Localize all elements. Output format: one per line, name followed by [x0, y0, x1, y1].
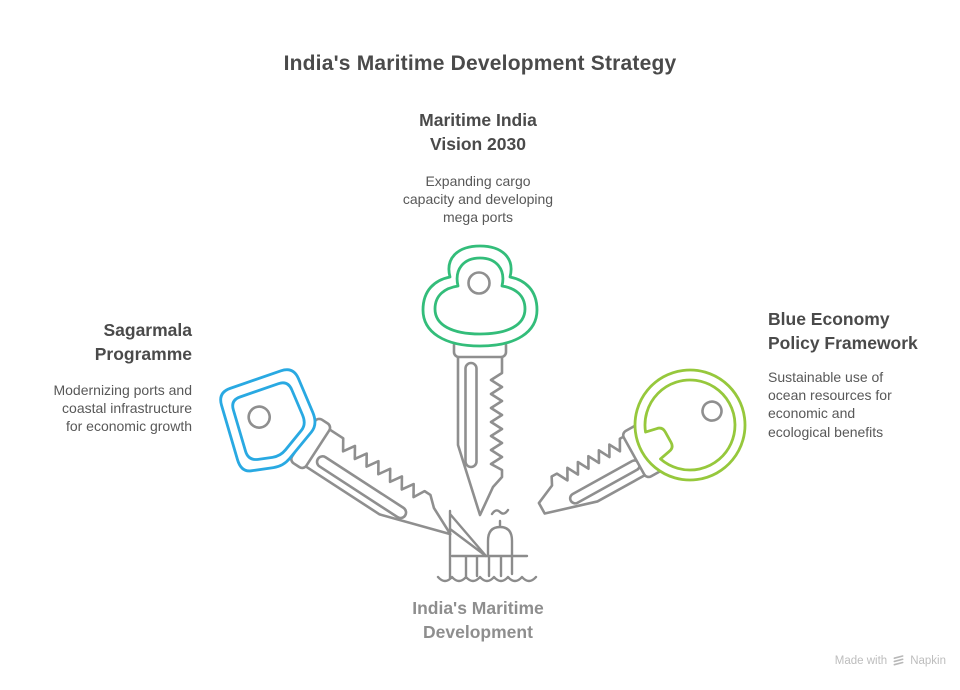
port-crane	[448, 509, 488, 580]
top-key-groove	[464, 361, 478, 469]
right-node-heading: Blue Economy Policy Framework	[768, 309, 918, 353]
left-key-head-inner	[231, 381, 306, 461]
port-water	[436, 575, 538, 583]
left-key-head-outer	[219, 368, 317, 473]
left-node-description: Modernizing ports and coastal infrastruc…	[53, 382, 192, 435]
port-smoke	[490, 508, 510, 516]
left-key-shaft	[303, 427, 452, 536]
right-node-description: Sustainable use of ocean resources for e…	[768, 369, 892, 440]
watermark-made-with-text: Made with	[834, 654, 888, 667]
top-key-icon	[421, 244, 539, 517]
right-key-hole	[701, 400, 723, 422]
port-platform	[450, 554, 529, 578]
right-key-head-inner	[643, 378, 737, 472]
top-key-hole	[467, 271, 491, 295]
watermark-brand-text: Napkin	[910, 654, 946, 667]
top-key-head-outer	[421, 244, 539, 348]
left-key-hole	[247, 405, 271, 429]
right-key-head-outer	[633, 368, 747, 482]
top-key-shaft	[456, 354, 504, 517]
left-node-heading: Sagarmala Programme	[94, 320, 192, 364]
napkin-logo-icon	[893, 655, 904, 666]
port-icon	[436, 508, 538, 583]
left-key-icon	[219, 368, 452, 536]
page-title: India's Maritime Development Strategy	[283, 52, 677, 75]
right-key-icon	[537, 368, 747, 515]
right-key-shaft	[537, 431, 653, 515]
left-key-groove	[315, 455, 408, 520]
center-node-label: India's Maritime Development	[412, 598, 544, 642]
top-key-head-inner	[433, 256, 527, 336]
port-dome	[486, 519, 514, 558]
top-node-heading: Maritime India Vision 2030	[419, 110, 537, 154]
napkin-watermark[interactable]: Made with Napkin	[835, 654, 946, 667]
top-node-description: Expanding cargo capacity and developing …	[402, 173, 554, 226]
